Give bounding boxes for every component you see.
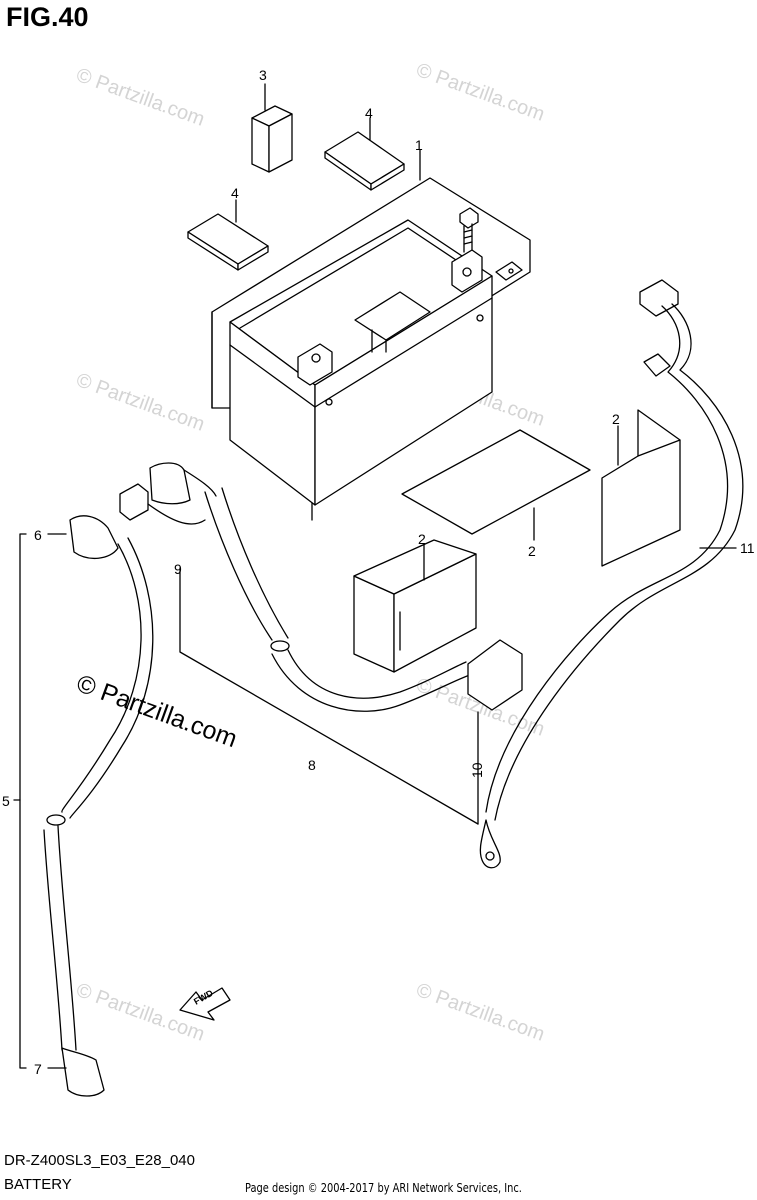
callout-6[interactable]: 6	[34, 527, 42, 543]
part-2-sheet-flat[interactable]	[401, 429, 591, 535]
watermark: © Partzilla.com	[73, 64, 207, 131]
section-name: BATTERY	[4, 1176, 72, 1193]
callout-4[interactable]: 4	[231, 185, 239, 201]
callout-5[interactable]: 5	[2, 793, 10, 809]
watermark: © Partzilla.com	[413, 979, 547, 1046]
callout-2[interactable]: 2	[418, 531, 426, 547]
callout-leader-5	[19, 533, 27, 1069]
watermark-main: © Partzilla.com	[73, 669, 241, 753]
part-2-pad-right[interactable]	[601, 409, 681, 567]
terminal-bolt[interactable]	[459, 207, 479, 253]
callout-10[interactable]: 10	[469, 762, 485, 778]
fwd-arrow	[179, 987, 231, 1021]
callout-7[interactable]: 7	[34, 1061, 42, 1077]
callout-1[interactable]: 1	[415, 137, 423, 153]
battery[interactable]	[229, 219, 493, 506]
watermark: © Partzilla.com	[73, 369, 207, 436]
model-code: DR-Z400SL3_E03_E28_040	[4, 1152, 195, 1169]
watermark: © Partzilla.com	[413, 59, 547, 126]
callout-8[interactable]: 8	[308, 757, 316, 773]
part-4-pad-upper[interactable]	[324, 131, 405, 191]
callout-3[interactable]: 3	[259, 67, 267, 83]
part-4-pad-lower[interactable]	[187, 213, 269, 271]
callout-4[interactable]: 4	[365, 105, 373, 121]
callout-9[interactable]: 9	[174, 561, 182, 577]
copyright-notice: Page design © 2004-2017 by ARI Network S…	[245, 1181, 522, 1195]
negative-cable[interactable]	[119, 462, 523, 869]
figure-title: FIG.40	[6, 2, 89, 32]
callout-2[interactable]: 2	[612, 411, 620, 427]
cable-11[interactable]	[485, 279, 744, 821]
positive-cable[interactable]	[43, 515, 154, 1097]
callout-2[interactable]: 2	[528, 543, 536, 559]
part-2-pad-left[interactable]	[353, 539, 477, 673]
part-8-bracket	[179, 567, 479, 825]
callout-11[interactable]: 11	[740, 540, 755, 556]
part-3-block[interactable]	[251, 105, 293, 173]
